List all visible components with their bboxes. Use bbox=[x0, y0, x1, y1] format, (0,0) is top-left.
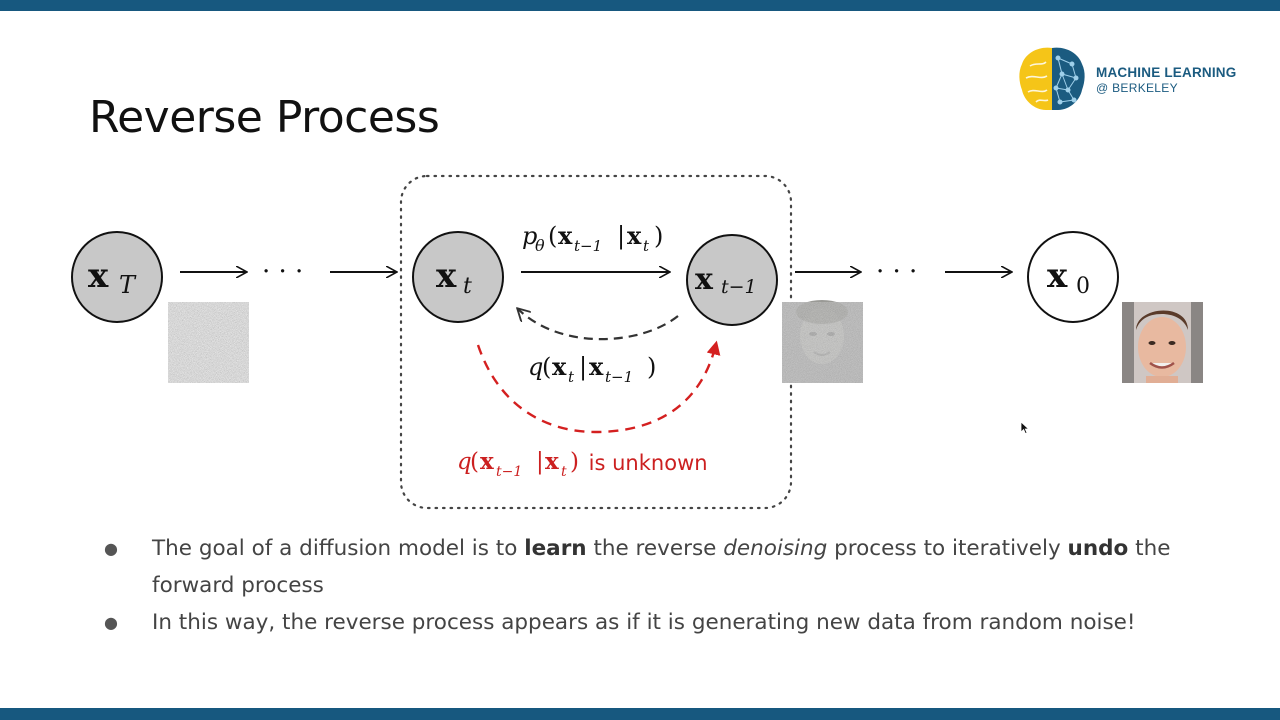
svg-text:x: x bbox=[558, 221, 573, 250]
bullet-1-bold-undo: undo bbox=[1067, 536, 1129, 561]
mouse-cursor-icon bbox=[1020, 421, 1030, 435]
q-forward-label: q ( x t | x t−1 ) bbox=[528, 352, 656, 386]
bullet-1-part: process to iteratively bbox=[827, 536, 1068, 561]
svg-text:x: x bbox=[545, 448, 559, 475]
node-xt: x t bbox=[412, 231, 504, 323]
bullet-list: ● The goal of a diffusion model is to le… bbox=[100, 530, 1200, 641]
bullet-item: ● The goal of a diffusion model is to le… bbox=[100, 530, 1200, 604]
bullet-1-part: the forward process bbox=[152, 536, 1178, 598]
dots-right: · · · bbox=[876, 257, 917, 287]
bullet-dot: ● bbox=[104, 539, 118, 558]
svg-text:|: | bbox=[536, 449, 544, 475]
node-xt-sub: t bbox=[463, 274, 472, 299]
bullet-dot: ● bbox=[104, 613, 118, 632]
svg-text:p: p bbox=[522, 222, 537, 250]
svg-text:t: t bbox=[561, 464, 567, 480]
svg-text:q: q bbox=[457, 449, 472, 475]
bullet-1-part: the reverse bbox=[586, 536, 724, 561]
svg-text:x: x bbox=[589, 352, 604, 381]
node-xT: x T bbox=[71, 231, 163, 323]
svg-text:t: t bbox=[568, 368, 575, 386]
svg-text:): ) bbox=[647, 353, 656, 381]
brain-icon bbox=[1019, 47, 1085, 110]
node-x0-label: x bbox=[1047, 256, 1068, 296]
bullet-item: ● In this way, the reverse process appea… bbox=[100, 604, 1200, 641]
svg-text:x: x bbox=[627, 221, 642, 250]
bullet-1-italic-denoising: denoising bbox=[723, 536, 828, 561]
logo-subtitle: @ BERKELEY bbox=[1096, 81, 1178, 95]
svg-text:θ: θ bbox=[535, 236, 545, 255]
svg-text:): ) bbox=[654, 222, 663, 250]
svg-text:is unknown: is unknown bbox=[582, 451, 708, 475]
svg-text:(: ( bbox=[548, 222, 557, 250]
svg-text:t: t bbox=[643, 237, 650, 255]
dots-left: · · · bbox=[262, 257, 303, 287]
svg-text:t−1: t−1 bbox=[605, 368, 633, 386]
svg-text:q: q bbox=[528, 353, 543, 381]
top-accent-bar bbox=[0, 0, 1280, 11]
bullet-1-bold-learn: learn bbox=[524, 536, 587, 561]
node-xt-minus-1-sub: t−1 bbox=[721, 276, 757, 298]
svg-text:(: ( bbox=[542, 353, 551, 381]
p-theta-label: p θ ( x t−1 | x t ) bbox=[522, 221, 663, 255]
logo-title: MACHINE LEARNING bbox=[1096, 65, 1237, 80]
bullet-1-part: The goal of a diffusion model is to bbox=[152, 536, 525, 561]
node-x0-sub: 0 bbox=[1076, 274, 1090, 299]
node-xt-label: x bbox=[436, 256, 457, 296]
svg-text:t−1: t−1 bbox=[574, 237, 602, 255]
ml-berkeley-logo: MACHINE LEARNING @ BERKELEY bbox=[1016, 44, 1246, 114]
svg-text:x: x bbox=[552, 352, 567, 381]
bullet-1-text: The goal of a diffusion model is to lear… bbox=[152, 536, 1177, 598]
svg-text:t−1: t−1 bbox=[496, 464, 522, 480]
node-xT-sub: T bbox=[119, 271, 137, 299]
node-xT-label: x bbox=[88, 256, 109, 296]
node-xt-minus-1-label: x bbox=[695, 262, 714, 297]
clean-face-image bbox=[1122, 302, 1203, 383]
node-x0: x 0 bbox=[1027, 231, 1119, 323]
pure-noise-image bbox=[168, 302, 249, 383]
q-unknown-label: q ( x t−1 | x t ) is unknown bbox=[457, 448, 708, 480]
arrow-q-unknown bbox=[476, 340, 721, 434]
node-xt-minus-1: x t−1 bbox=[686, 234, 778, 326]
svg-text:): ) bbox=[570, 449, 579, 475]
arrow-q-forward bbox=[518, 309, 679, 341]
bottom-accent-bar bbox=[0, 708, 1280, 720]
svg-text:(: ( bbox=[470, 449, 479, 475]
svg-text:|: | bbox=[579, 353, 587, 382]
svg-text:|: | bbox=[617, 222, 625, 251]
bullet-2-text: In this way, the reverse process appears… bbox=[152, 610, 1136, 635]
svg-text:x: x bbox=[480, 448, 494, 475]
partially-denoised-image bbox=[782, 300, 863, 383]
slide-title: Reverse Process bbox=[89, 92, 440, 143]
